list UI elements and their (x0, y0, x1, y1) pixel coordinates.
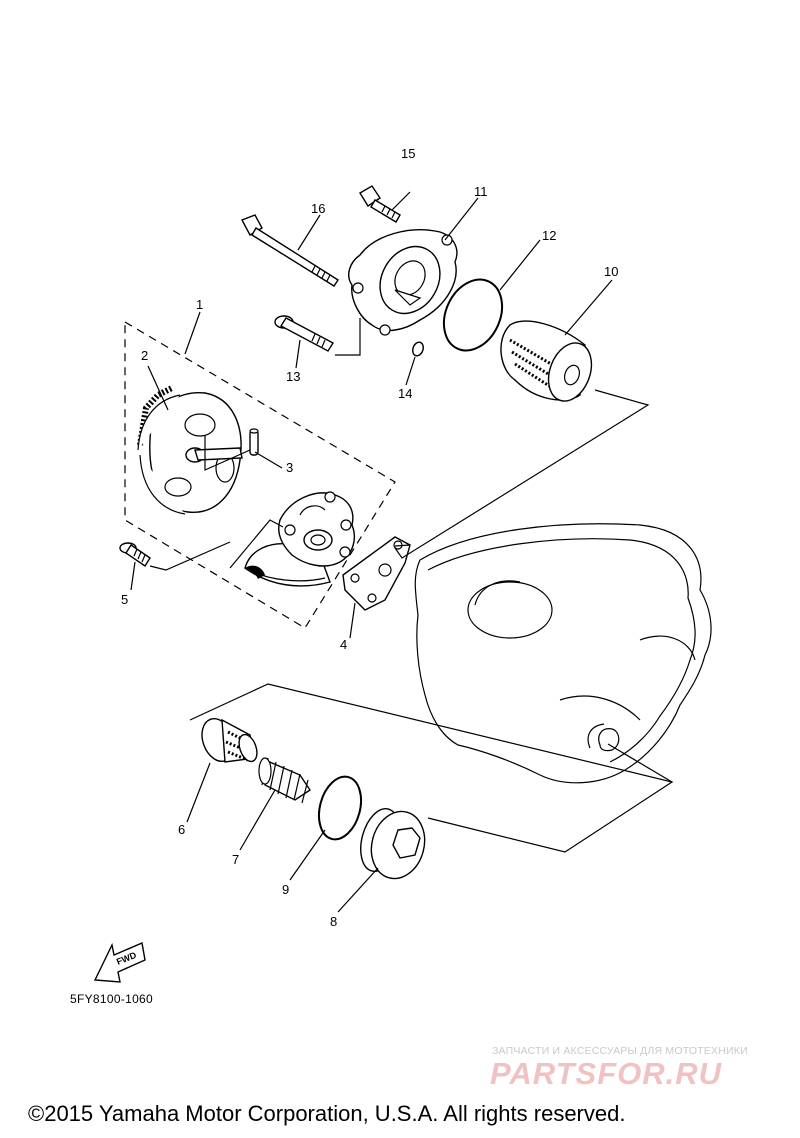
callout-10: 10 (604, 264, 618, 279)
copyright-notice: ©2015 Yamaha Motor Corporation, U.S.A. A… (28, 1101, 626, 1126)
spring (258, 757, 311, 804)
screw-5 (119, 542, 151, 567)
drawing-code: 5FY8100-1060 (70, 992, 153, 1006)
callout-3: 3 (286, 460, 293, 475)
watermark-logo: PARTSFOR.RU (490, 1056, 723, 1091)
oil-pump-gasket (342, 536, 411, 611)
oil-pump-gear (137, 385, 243, 515)
callout-4: 4 (340, 637, 347, 652)
watermark-tagline: ЗАПЧАСТИ И АКСЕССУАРЫ ДЛЯ МОТОТЕХНИКИ (492, 1045, 748, 1057)
drain-plug (360, 808, 426, 880)
crankcase-outline (414, 523, 712, 784)
callout-numbers: 1 2 3 4 5 6 7 8 9 10 11 12 13 14 15 16 (121, 146, 618, 929)
callout-13: 13 (286, 369, 300, 384)
callout-15: 15 (401, 146, 415, 161)
callout-12: 12 (542, 228, 556, 243)
leader-lines (130, 191, 674, 913)
o-ring-14 (412, 341, 424, 357)
bolt-16 (241, 214, 339, 287)
oil-pump-body (244, 491, 356, 587)
callout-8: 8 (330, 914, 337, 929)
oil-filter-cover (348, 229, 458, 336)
oil-strainer (201, 717, 258, 763)
o-ring-9 (317, 775, 363, 841)
oil-pump-assembly-outline (124, 320, 396, 629)
callout-16: 16 (311, 201, 325, 216)
callout-7: 7 (232, 852, 239, 867)
bolt-13 (274, 315, 334, 352)
callout-11: 11 (474, 184, 488, 199)
callout-1: 1 (196, 297, 203, 312)
o-ring-12 (442, 278, 504, 352)
callout-2: 2 (141, 348, 148, 363)
callout-14: 14 (398, 386, 412, 401)
pin (249, 428, 259, 456)
callout-9: 9 (282, 882, 289, 897)
callout-6: 6 (178, 822, 185, 837)
bolt-15 (359, 185, 401, 223)
callout-5: 5 (121, 592, 128, 607)
oil-filter-element (500, 320, 593, 402)
fwd-arrow-icon: FWD (93, 942, 146, 983)
